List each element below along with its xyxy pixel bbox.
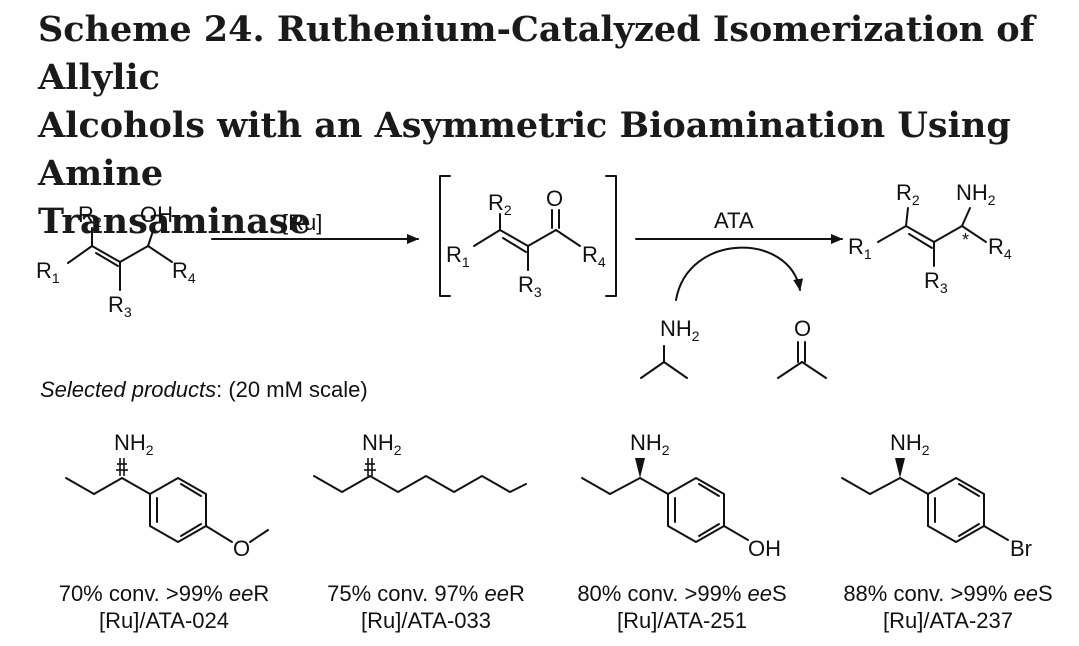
scale-note: : (20 mM scale) [216, 377, 368, 402]
intermediate-o: O [546, 186, 563, 211]
title-line-2: Alcohols with an Asymmetric Bioamination… [38, 105, 1011, 194]
product-structure: R1 R2 NH2 * R4 R3 [848, 180, 1012, 296]
svg-text:R1: R1 [446, 242, 470, 270]
title-line-1: Scheme 24. Ruthenium-Catalyzed Isomeriza… [38, 9, 1035, 98]
product-4-structure: NH2 Br [841, 430, 1032, 561]
svg-text:R4: R4 [582, 242, 606, 270]
right-bracket [605, 175, 617, 297]
svg-text:O: O [794, 316, 811, 341]
substrate-r4: R4 [172, 258, 196, 286]
svg-text:R4: R4 [988, 234, 1012, 262]
svg-text:O: O [233, 536, 250, 561]
intermediate-structure: O R1 R2 R4 R3 [439, 175, 617, 300]
substrate-r2: R2 [78, 202, 102, 230]
svg-text:NH2: NH2 [890, 430, 930, 458]
selected-products-italic: Selected products [40, 377, 217, 402]
substrate-r3: R3 [108, 292, 132, 320]
svg-text:Br: Br [1010, 536, 1032, 561]
svg-text:NH2: NH2 [660, 316, 700, 344]
svg-text:NH2: NH2 [956, 180, 996, 208]
svg-text:OH: OH [748, 536, 781, 561]
svg-text:R2: R2 [488, 190, 512, 218]
scheme-title: Scheme 24. Ruthenium-Catalyzed Isomeriza… [38, 6, 1068, 246]
stereocenter-star: * [962, 230, 969, 250]
acetone-byproduct: O [777, 316, 827, 379]
product-1-caption: 70% conv. >99% eeR [Ru]/ATA-024 [58, 581, 270, 633]
svg-text:NH2: NH2 [630, 430, 670, 458]
left-bracket [439, 175, 451, 297]
product-4-caption: 88% conv. >99% eeS [Ru]/ATA-237 [843, 581, 1053, 633]
svg-text:R3: R3 [924, 268, 948, 296]
substrate-oh: OH [140, 202, 173, 227]
svg-text:NH2: NH2 [114, 430, 154, 458]
product-3-caption: 80% conv. >99% eeS [Ru]/ATA-251 [577, 581, 787, 633]
svg-text:R3: R3 [518, 272, 542, 300]
product-2-structure: NH2 [313, 430, 527, 493]
svg-text:R2: R2 [896, 180, 920, 208]
product-3-structure: NH2 OH [581, 430, 781, 561]
svg-text:NH2: NH2 [362, 430, 402, 458]
ata-cofactor-curve-arrow [675, 246, 804, 301]
svg-text:R1: R1 [848, 234, 872, 262]
selected-products-label: Selected products: (20 mM scale) [40, 377, 368, 403]
ata-reagent-label: ATA [714, 208, 754, 233]
isopropylamine-donor: NH2 [640, 316, 700, 379]
substrate-structure: R1 R2 OH R4 R3 [36, 202, 196, 320]
product-1-structure: NH2 O [65, 430, 269, 561]
ru-reagent-label: [Ru] [282, 210, 322, 235]
title-line-3: Transaminase [38, 201, 311, 242]
product-2-caption: 75% conv. 97% eeR [Ru]/ATA-033 [327, 581, 525, 633]
substrate-r1: R1 [36, 258, 60, 286]
